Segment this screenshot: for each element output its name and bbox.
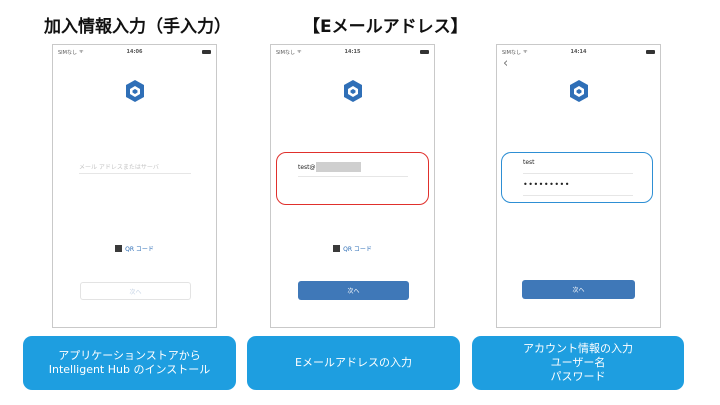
qr-code-label: QR コード	[343, 246, 372, 253]
section-subtitle: 【Eメールアドレス】	[303, 17, 468, 37]
caption-line: ユーザー名	[550, 356, 606, 369]
app-logo-icon	[343, 80, 362, 102]
carrier-label: SIMなし	[58, 49, 77, 56]
app-logo-icon	[125, 80, 144, 102]
caption-email: Eメールアドレスの入力	[247, 336, 460, 390]
app-logo-icon	[569, 80, 588, 102]
carrier-label: SIMなし	[276, 49, 295, 56]
battery-icon	[646, 50, 655, 54]
status-time: 14:15	[344, 49, 361, 55]
battery-icon	[202, 50, 211, 54]
wifi-icon: ᯤ	[78, 49, 84, 55]
username-input[interactable]: test	[523, 159, 535, 166]
qr-code-label: QR コード	[125, 246, 154, 253]
caption-install: アプリケーションストアから Intelligent Hub のインストール	[23, 336, 236, 390]
battery-icon	[420, 50, 429, 54]
next-button[interactable]: 次へ	[522, 280, 635, 299]
email-value: test@	[298, 163, 316, 171]
email-highlight-box	[276, 152, 429, 205]
input-underline	[79, 173, 191, 174]
qr-code-link[interactable]: QR コード	[53, 244, 216, 253]
carrier-label: SIMなし	[502, 49, 521, 56]
account-highlight-box	[501, 152, 653, 203]
email-input[interactable]: メール アドレスまたはサーバ	[79, 164, 159, 171]
email-input[interactable]: test@	[298, 162, 361, 172]
wifi-icon: ᯤ	[522, 49, 528, 55]
page-title: 加入情報入力（手入力）	[44, 17, 231, 37]
next-button[interactable]: 次へ	[298, 281, 409, 300]
input-underline	[298, 176, 408, 177]
redacted-block	[315, 162, 361, 172]
input-underline	[523, 173, 633, 174]
input-underline	[523, 195, 633, 196]
qr-code-icon	[115, 245, 123, 252]
caption-line: アプリケーションストアから	[58, 349, 201, 362]
caption-line: パスワード	[550, 370, 606, 383]
password-input[interactable]: •••••••••	[523, 180, 570, 189]
caption-account: アカウント情報の入力 ユーザー名 パスワード	[472, 336, 684, 390]
caption-line: アカウント情報の入力	[523, 342, 633, 355]
status-time: 14:14	[570, 49, 587, 55]
status-time: 14:06	[126, 49, 143, 55]
caption-line: Intelligent Hub のインストール	[48, 363, 211, 376]
qr-code-icon	[333, 245, 341, 252]
next-button[interactable]: 次へ	[80, 282, 191, 300]
qr-code-link[interactable]: QR コード	[271, 244, 434, 253]
back-chevron-icon[interactable]: ‹	[503, 56, 509, 71]
caption-line: Eメールアドレスの入力	[295, 356, 412, 369]
wifi-icon: ᯤ	[296, 49, 302, 55]
